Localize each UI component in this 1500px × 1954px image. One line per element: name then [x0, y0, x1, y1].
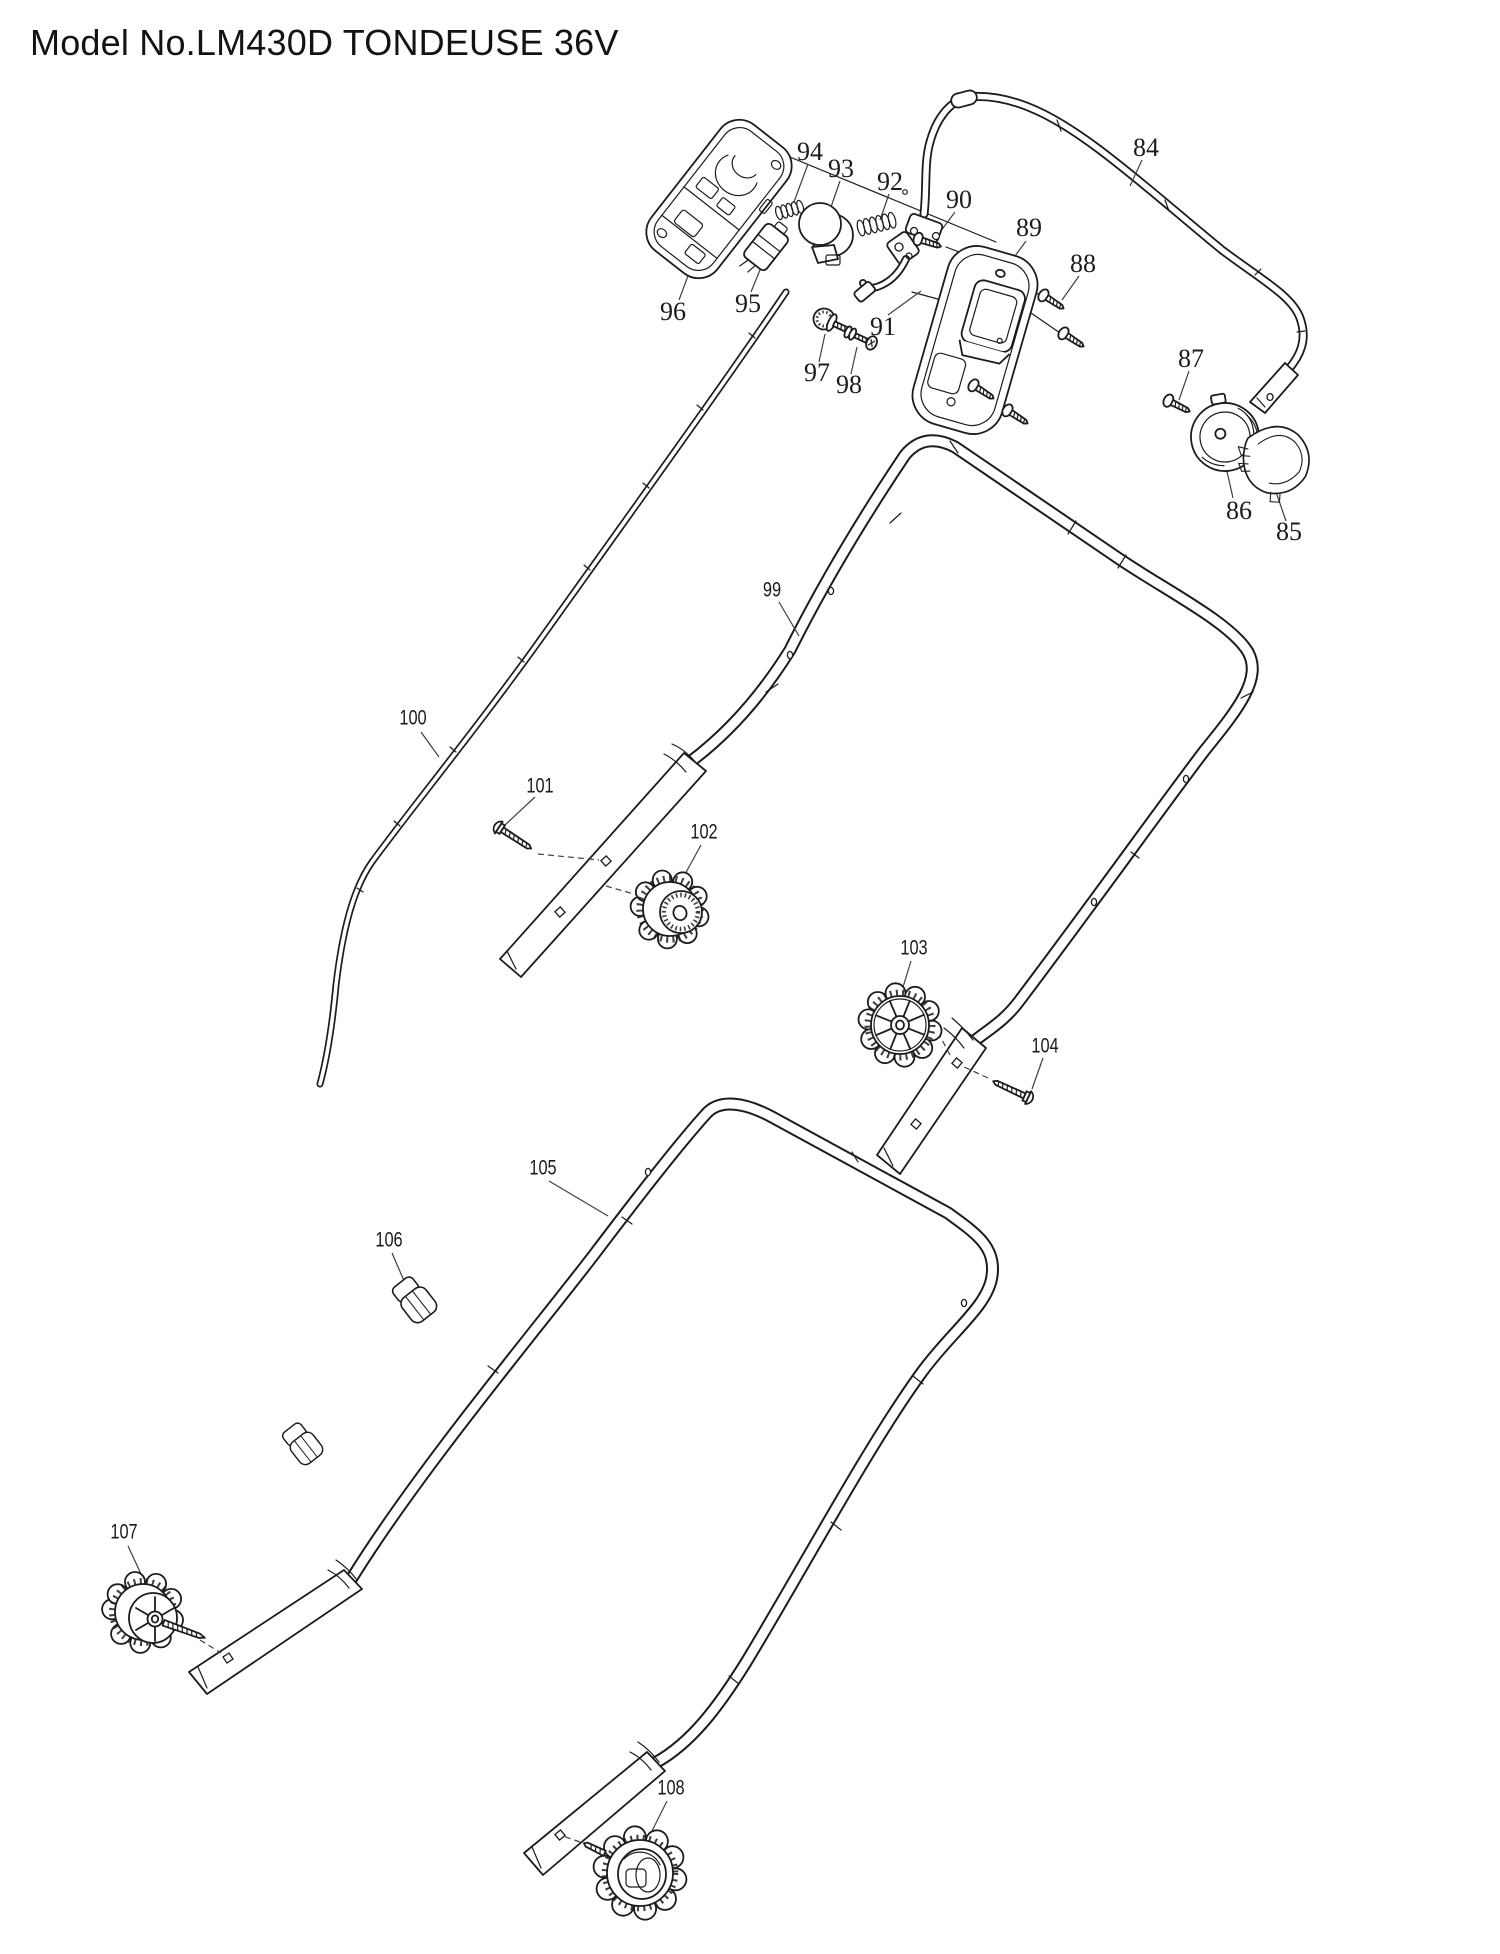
- spring-94: [774, 199, 805, 221]
- part-label-107: 107: [110, 1520, 138, 1544]
- part-label-98: 98: [836, 370, 862, 399]
- part-label-95: 95: [735, 289, 761, 318]
- part-label-101: 101: [526, 774, 554, 798]
- part-label-93: 93: [828, 154, 854, 183]
- upper-handle-99: [499, 441, 1253, 1175]
- screw-89b: [999, 401, 1033, 430]
- part-label-90: 90: [946, 185, 972, 214]
- screw-88: [1035, 286, 1069, 315]
- upper-cover-96: [645, 118, 793, 280]
- alignment-dash-lines: [199, 417, 1246, 1843]
- screw-87: [1160, 391, 1194, 419]
- knob-102: [629, 869, 710, 950]
- knob-103: [857, 982, 943, 1068]
- knob-107: [101, 1571, 206, 1654]
- lever-assembly-91: [853, 213, 944, 303]
- screw-98: [843, 325, 878, 351]
- part-label-104: 104: [1031, 1034, 1059, 1058]
- knob-108: [583, 1825, 688, 1921]
- part-label-97: 97: [804, 358, 830, 387]
- part-label-88: 88: [1070, 249, 1096, 278]
- leader-lines: [127, 159, 1287, 1832]
- cap-106-duplicate: [281, 1422, 324, 1466]
- bail-handle-84: [902, 89, 1305, 414]
- bolt-101: [490, 818, 536, 856]
- rod-100: [320, 292, 786, 1084]
- part-label-92: 92: [877, 167, 903, 196]
- switch-95: [739, 221, 789, 273]
- part-label-99: 99: [762, 578, 782, 602]
- page-title: Model No.LM430D TONDEUSE 36V: [30, 22, 619, 63]
- part-label-96: 96: [660, 297, 686, 326]
- spring-92: [856, 211, 897, 237]
- bolt-97: [812, 307, 850, 334]
- part-label-87: 87: [1178, 344, 1204, 373]
- part-label-84: 84: [1133, 133, 1159, 162]
- part-label-108: 108: [657, 1776, 685, 1800]
- part-label-89: 89: [1016, 213, 1042, 242]
- screw-88b: [1055, 324, 1089, 353]
- cap-106: [391, 1276, 438, 1324]
- part-label-86: 86: [1226, 496, 1252, 525]
- lower-cover-89: [911, 245, 1039, 435]
- button-93: [798, 202, 854, 266]
- part-label-106: 106: [375, 1228, 403, 1252]
- bolt-104: [989, 1074, 1037, 1107]
- part-label-105: 105: [529, 1156, 557, 1180]
- part-label-100: 100: [399, 706, 427, 730]
- part-label-103: 103: [900, 936, 928, 960]
- part-label-85: 85: [1276, 517, 1302, 546]
- clamp-lever-85: [1237, 425, 1310, 503]
- part-label-94: 94: [797, 137, 823, 166]
- part-label-102: 102: [690, 820, 718, 844]
- lower-handle-105: [188, 1104, 993, 1876]
- part-label-91: 91: [870, 312, 896, 341]
